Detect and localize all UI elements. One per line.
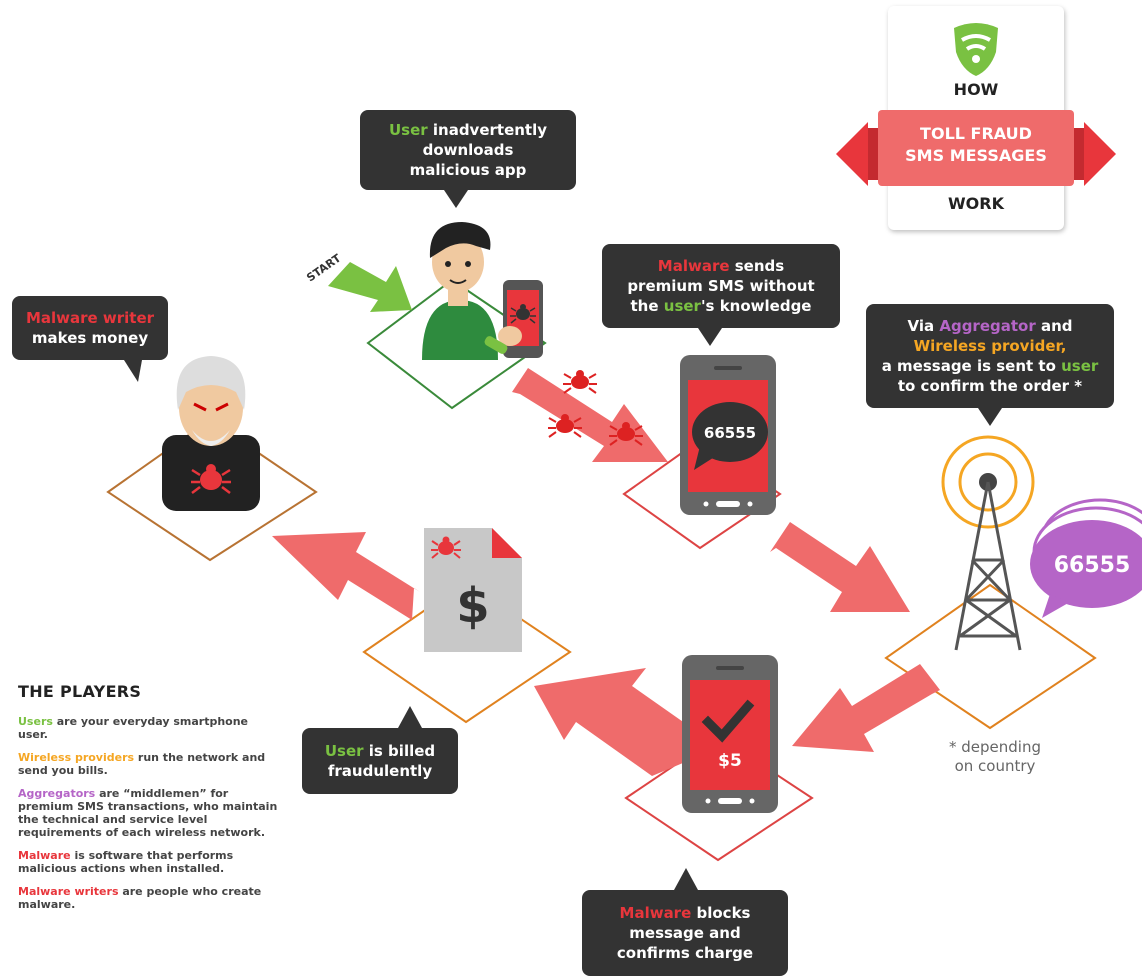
phone-receiving-sms [680, 355, 776, 515]
players-heading: THE PLAYERS [18, 682, 142, 701]
bubble-via-aggregator: Via Aggregator and Wireless provider, a … [866, 304, 1114, 426]
bubble-billed: User is billed fraudulently [302, 706, 458, 794]
start-arrow [328, 262, 412, 312]
platform-tower [884, 583, 1097, 730]
arrow-user-to-phone [512, 368, 668, 462]
bubble-malware-sends: Malware sends premium SMS without the us… [602, 244, 840, 346]
bubble-writer: Malware writer makes money [12, 296, 168, 382]
sms-bubble-icon [1030, 498, 1142, 618]
phone-confirming-charge [682, 655, 778, 813]
malware-writer-figure [162, 356, 260, 511]
banner-left-wing [836, 122, 868, 186]
bill-dollar: $ [456, 578, 489, 634]
player-aggregators: Aggregators are “middlemen” for premium … [18, 787, 278, 839]
players-legend: THE PLAYERS Users are your everyday smar… [18, 682, 278, 921]
phone1-code: 66555 [704, 424, 756, 442]
phone2-amount: $5 [718, 751, 742, 771]
title-banner-line2: SMS MESSAGES [905, 146, 1047, 165]
checkmark-icon [701, 699, 755, 743]
fraudulent-bill [424, 528, 522, 652]
arrow-phone-to-tower [770, 522, 910, 612]
player-users: Users are your everyday smartphone user. [18, 715, 249, 741]
bug-swarm [548, 370, 643, 446]
title-banner-line1: TOLL FRAUD [920, 124, 1032, 143]
arrow-phone2-to-bill [534, 668, 706, 776]
title-card: HOW TOLL FRAUD SMS MESSAGES WORK [836, 6, 1116, 230]
tower-code: 66555 [1054, 553, 1131, 578]
footnote: * depending on country [949, 738, 1041, 775]
player-wireless: Wireless providers run the network and s… [18, 751, 266, 777]
title-how: HOW [953, 80, 999, 99]
player-malware-writers: Malware writers are people who create ma… [18, 885, 262, 911]
bubble-blocks: Malware blocks message and confirms char… [582, 868, 788, 976]
player-malware: Malware is software that performs malici… [18, 849, 234, 875]
user-figure [422, 222, 543, 360]
title-card-art [836, 23, 1116, 186]
bubble-download: User inadvertently downloads malicious a… [360, 110, 576, 208]
banner [878, 110, 1074, 186]
wifi-shield-icon [954, 23, 998, 76]
arrow-tower-to-phone2 [792, 664, 940, 752]
banner-right-wing [1084, 122, 1116, 186]
cell-tower-icon [941, 435, 1035, 651]
title-work: WORK [948, 194, 1004, 213]
arrow-bill-to-writer [272, 532, 420, 620]
